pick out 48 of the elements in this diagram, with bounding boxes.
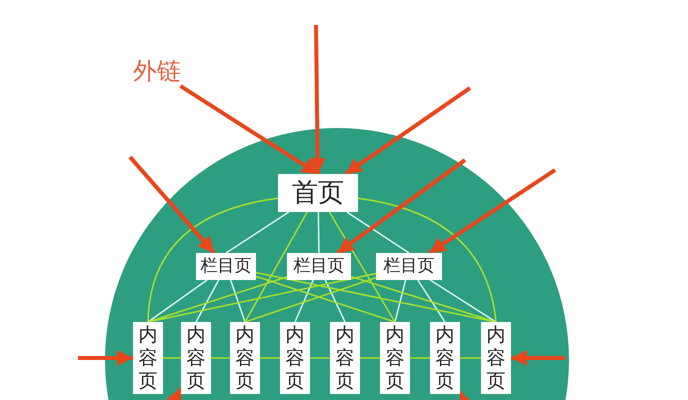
arrow	[128, 156, 216, 254]
link-line	[244, 212, 308, 322]
link-line	[410, 357, 430, 359]
page-box: 内容页	[481, 322, 511, 394]
link-line	[226, 211, 290, 254]
link-line	[324, 280, 346, 322]
page-box: 栏目页	[376, 253, 442, 280]
arrow	[336, 158, 466, 255]
link-line	[294, 280, 314, 322]
link-line	[318, 212, 320, 254]
link-line	[244, 276, 376, 323]
link-line	[460, 357, 481, 359]
link-line	[147, 198, 278, 322]
link-line	[350, 276, 496, 323]
link-line	[360, 357, 380, 359]
link-line	[358, 198, 497, 322]
arrow	[78, 350, 133, 366]
page-box: 内容页	[430, 322, 460, 394]
page-box: 栏目页	[287, 253, 351, 280]
link-line	[417, 280, 446, 322]
link-line	[195, 280, 220, 322]
link-line	[430, 279, 496, 323]
link-line	[260, 357, 280, 359]
caption-text: 外链	[122, 56, 192, 86]
page-box: 内容页	[380, 322, 410, 394]
page-box: 首页	[278, 174, 358, 212]
link-line	[256, 276, 396, 323]
arrow	[428, 168, 556, 255]
page-box: 内容页	[133, 322, 163, 394]
link-line	[211, 357, 230, 359]
arrow	[166, 387, 183, 400]
link-line	[148, 279, 208, 323]
link-line	[328, 212, 396, 322]
link-line	[163, 357, 181, 359]
link-line	[394, 280, 406, 322]
link-line	[148, 276, 288, 323]
page-box: 内容页	[330, 322, 360, 394]
page-box: 内容页	[230, 322, 260, 394]
link-line	[148, 272, 376, 323]
link-line	[346, 211, 410, 254]
arrow	[344, 86, 472, 176]
arrow	[310, 24, 326, 174]
arrow	[511, 350, 565, 366]
page-box: 内容页	[181, 322, 211, 394]
link-line	[310, 357, 330, 359]
link-line	[230, 280, 246, 322]
page-box: 内容页	[280, 322, 310, 394]
page-box: 栏目页	[196, 253, 256, 280]
